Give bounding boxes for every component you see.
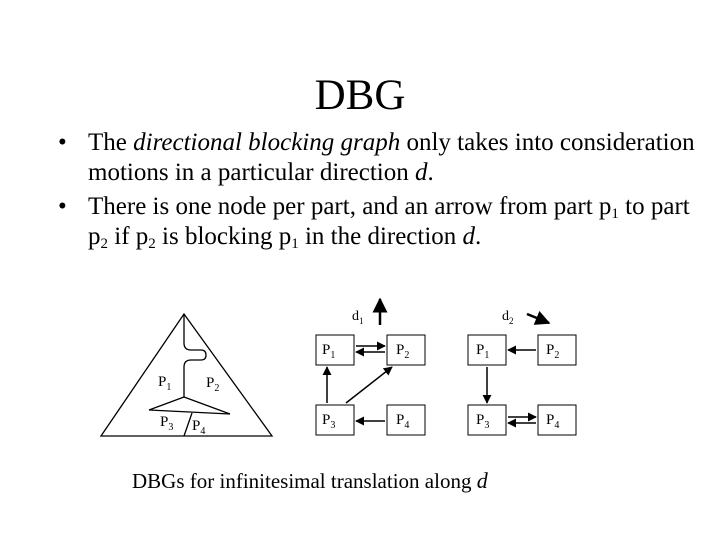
graph-node-p1 [315,334,355,366]
slide-title: DBG [314,72,406,119]
part-boundary-bottom [148,409,231,415]
svg-text:P1: P1 [476,342,489,361]
svg-text:P3: P3 [322,412,335,431]
assembly-outline [99,312,274,437]
graph-node-p2 [537,334,577,366]
svg-text:P2: P2 [396,342,409,361]
svg-text:P3: P3 [476,412,489,431]
bullet-marker: • [58,129,67,156]
bullet-marker: • [58,193,67,220]
direction-arrow-d2 [526,310,551,325]
emphasis-term: directional blocking graph [133,129,401,156]
svg-text:P2: P2 [546,342,559,361]
graph-node-p2 [386,334,426,366]
figure-caption: DBGs for infinitesimal translation along… [132,468,488,493]
assembly-label-p1: P1 [158,374,171,393]
dbg-figure: P1 P2 P3 P4 d1 P1 P2 P3 P4 d2 P1 P2 P3 P… [99,297,577,437]
assembly-label-p4: P4 [192,418,205,437]
bullet-list: •The directional blocking graph only tak… [58,128,698,256]
graph-node-p4 [386,404,426,436]
direction-symbol: d [476,468,488,493]
graph-node-p4 [537,404,577,436]
assembly-label-p2: P2 [206,375,219,394]
part-boundary-right [183,396,231,415]
direction-label-d2: d2 [502,309,514,326]
direction-symbol: d [415,159,428,186]
assembly-drawing: P1 P2 P3 P4 [99,312,274,437]
assembly-label-p3: P3 [160,414,173,433]
part-boundary-p3-p4 [183,412,193,437]
graph-node-p3 [467,404,507,436]
edge-p3-p2 [345,366,393,404]
direction-label-d1: d1 [352,309,364,326]
direction-symbol: d [462,223,476,250]
svg-text:P4: P4 [546,412,559,431]
graph-node-p3 [315,404,355,436]
bullet-item-edges: •There is one node per part, and an arro… [58,193,690,252]
graph-node-p1 [467,334,507,366]
svg-text:P1: P1 [322,342,335,361]
dbg-graph-d1: d1 P1 P2 P3 P4 [315,297,426,436]
svg-text:P4: P4 [396,412,409,431]
dbg-graph-d2: d2 P1 P2 P3 P4 [467,309,577,436]
part-boundary-left [148,396,185,411]
part-boundary-p1-p2 [183,314,207,397]
bullet-item-definition: •The directional blocking graph only tak… [58,129,695,186]
